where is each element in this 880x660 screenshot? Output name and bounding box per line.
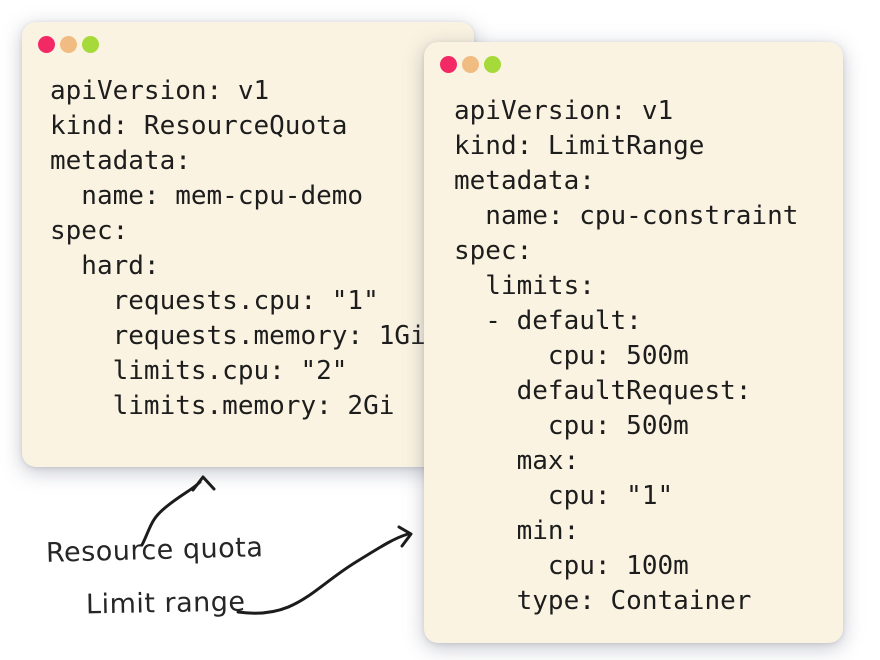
code-line: kind: ResourceQuota [50,111,348,141]
code-line: name: cpu-constraint [454,201,799,231]
minimize-dot-icon [462,56,479,73]
limit-range-window: apiVersion: v1 kind: LimitRange metadata… [424,42,843,643]
code-line: cpu: 100m [454,551,689,581]
code-line: name: mem-cpu-demo [50,181,364,211]
code-line: apiVersion: v1 [50,76,270,106]
resource-quota-window: apiVersion: v1 kind: ResourceQuota metad… [22,22,474,467]
window-controls [22,22,474,53]
code-line: limits.cpu: "2" [50,356,348,386]
limit-range-yaml: apiVersion: v1 kind: LimitRange metadata… [424,73,843,619]
code-line: min: [454,516,580,546]
code-line: spec: [454,236,533,266]
resource-quota-label: Resource quota [45,532,264,569]
close-dot-icon [38,36,55,53]
code-line: apiVersion: v1 [454,96,674,126]
code-line: cpu: "1" [454,481,674,511]
code-line: hard: [50,251,160,281]
code-line: spec: [50,216,129,246]
code-line: metadata: [454,166,595,196]
code-line: kind: LimitRange [454,131,705,161]
maximize-dot-icon [82,36,99,53]
code-line: - default: [454,306,642,336]
limit-range-arrow [236,525,413,615]
close-dot-icon [440,56,457,73]
maximize-dot-icon [484,56,501,73]
code-line: type: Container [454,586,752,616]
code-line: defaultRequest: [454,376,752,406]
code-line: requests.memory: 1Gi [50,321,426,351]
limit-range-label: Limit range [85,586,246,621]
minimize-dot-icon [60,36,77,53]
resource-quota-yaml: apiVersion: v1 kind: ResourceQuota metad… [22,53,474,424]
code-line: limits: [454,271,595,301]
code-line: max: [454,446,580,476]
code-line: metadata: [50,146,191,176]
code-line: limits.memory: 2Gi [50,391,395,421]
window-controls [424,42,843,73]
code-line: cpu: 500m [454,411,689,441]
code-line: cpu: 500m [454,341,689,371]
code-line: requests.cpu: "1" [50,286,379,316]
